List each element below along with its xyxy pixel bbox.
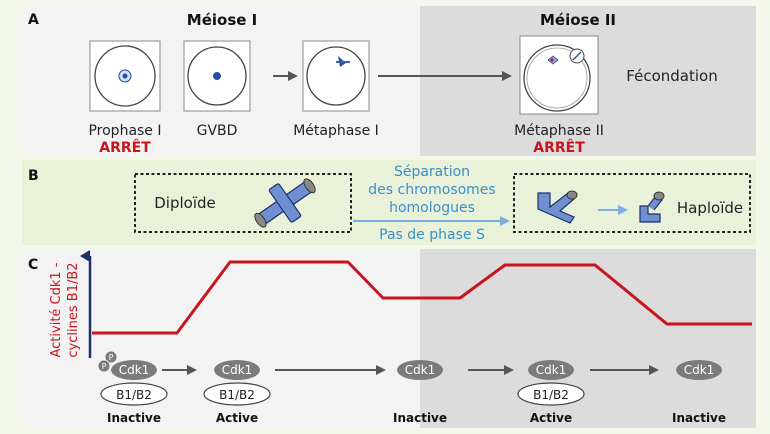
- state-label-5: Inactive: [672, 411, 726, 425]
- haploid-chromosome-icon: [537, 190, 578, 224]
- cdk1-complex-inactive-3: Cdk1: [676, 360, 722, 380]
- cdk1-complex-inactive-2: Cdk1: [397, 360, 443, 380]
- state-label-3: Inactive: [393, 411, 447, 425]
- separation-line-1: Séparation: [394, 164, 470, 180]
- cdk1-label-4: Cdk1: [536, 363, 567, 377]
- meiose-2-title: Méiose II: [540, 11, 616, 29]
- single-chromatid-icon: [639, 191, 665, 223]
- panel-b-letter: B: [28, 168, 39, 184]
- cdk1-complex-active-2: B1/B2 Cdk1: [517, 360, 585, 406]
- gvbd-cell-image: [183, 40, 251, 112]
- diploid-chromosome-icon: [254, 178, 316, 228]
- y-axis-label-line2: cyclines B1/B2: [66, 262, 81, 357]
- pas-phase-s-label: Pas de phase S: [379, 227, 485, 243]
- cdk1-activity-curve: [92, 260, 752, 335]
- panel-c-right-bg: [420, 249, 756, 428]
- cyclin-label-2: B1/B2: [219, 388, 255, 402]
- prophase-cell-image: [89, 40, 161, 112]
- y-axis-label-line1: Activité Cdk1 -: [49, 262, 64, 357]
- separation-line-2: des chromosomes: [368, 182, 495, 198]
- cyclin-label-1: B1/B2: [116, 388, 152, 402]
- cdk1-complex-inactive-1: B1/B2 Cdk1 P P: [97, 350, 168, 406]
- stage-label-prophase: Prophase I: [88, 123, 161, 139]
- diploide-label: Diploïde: [154, 194, 216, 212]
- cdk1-label-3: Cdk1: [405, 363, 436, 377]
- stage-arret-prophase: ARRÊT: [99, 139, 151, 156]
- state-label-1: Inactive: [107, 411, 161, 425]
- stage-label-metaphase1: Métaphase I: [293, 123, 379, 139]
- metaphase2-cell-image: [519, 35, 599, 115]
- phospho-label-1: P: [109, 353, 114, 362]
- panel-a-letter: A: [28, 12, 39, 28]
- cdk1-label-1: Cdk1: [119, 363, 150, 377]
- meiose-1-title: Méiose I: [187, 11, 257, 29]
- haploide-label: Haploïde: [677, 199, 743, 217]
- panel-c-letter: C: [28, 257, 38, 273]
- cdk1-complex-active-1: B1/B2 Cdk1: [203, 360, 271, 406]
- cdk1-label-5: Cdk1: [684, 363, 715, 377]
- state-label-2: Active: [216, 411, 258, 425]
- cyclin-label-4: B1/B2: [533, 388, 569, 402]
- panel-b-bg: [22, 160, 756, 245]
- diploide-box: [134, 173, 352, 233]
- cdk1-label-2: Cdk1: [222, 363, 253, 377]
- stage-label-metaphase2: Métaphase II: [514, 123, 604, 139]
- state-label-4: Active: [530, 411, 572, 425]
- separation-line-3: homologues: [389, 200, 475, 216]
- phospho-label-2: P: [102, 362, 107, 371]
- haploide-box: [513, 173, 751, 233]
- metaphase1-cell-image: [302, 40, 370, 112]
- stage-label-gvbd: GVBD: [197, 123, 238, 139]
- fecondation-label: Fécondation: [626, 67, 717, 85]
- stage-arret-metaphase2: ARRÊT: [533, 139, 585, 156]
